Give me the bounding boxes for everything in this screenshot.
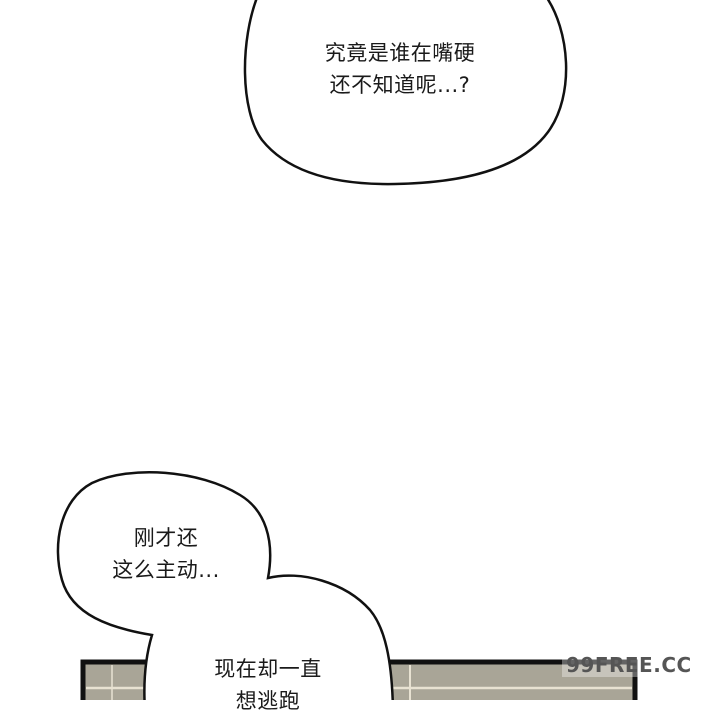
bubble-line: 究竟是谁在嘴硬 <box>324 41 476 65</box>
bubble-line: 现在却一直 <box>214 657 322 681</box>
bubble-line: 刚才还 <box>133 526 199 550</box>
bubble-text-left: 刚才还 这么主动... <box>96 522 236 586</box>
bubble-line: 想逃跑 <box>235 689 301 713</box>
panel-artwork <box>56 0 638 700</box>
watermark-text: 99FREE.CC <box>562 653 696 677</box>
bubble-line: 这么主动... <box>112 558 220 582</box>
bubble-line: 还不知道呢...? <box>329 73 471 97</box>
bubble-text-top: 究竟是谁在嘴硬 还不知道呢...? <box>300 37 500 101</box>
bubble-text-bottom: 现在却一直 想逃跑 <box>198 653 338 717</box>
comic-panel: 究竟是谁在嘴硬 还不知道呢...? 刚才还 这么主动... 现在却一直 想逃跑 … <box>56 0 696 713</box>
speech-bubble-top <box>243 0 568 186</box>
speech-bubble-left-bottom <box>56 471 394 700</box>
